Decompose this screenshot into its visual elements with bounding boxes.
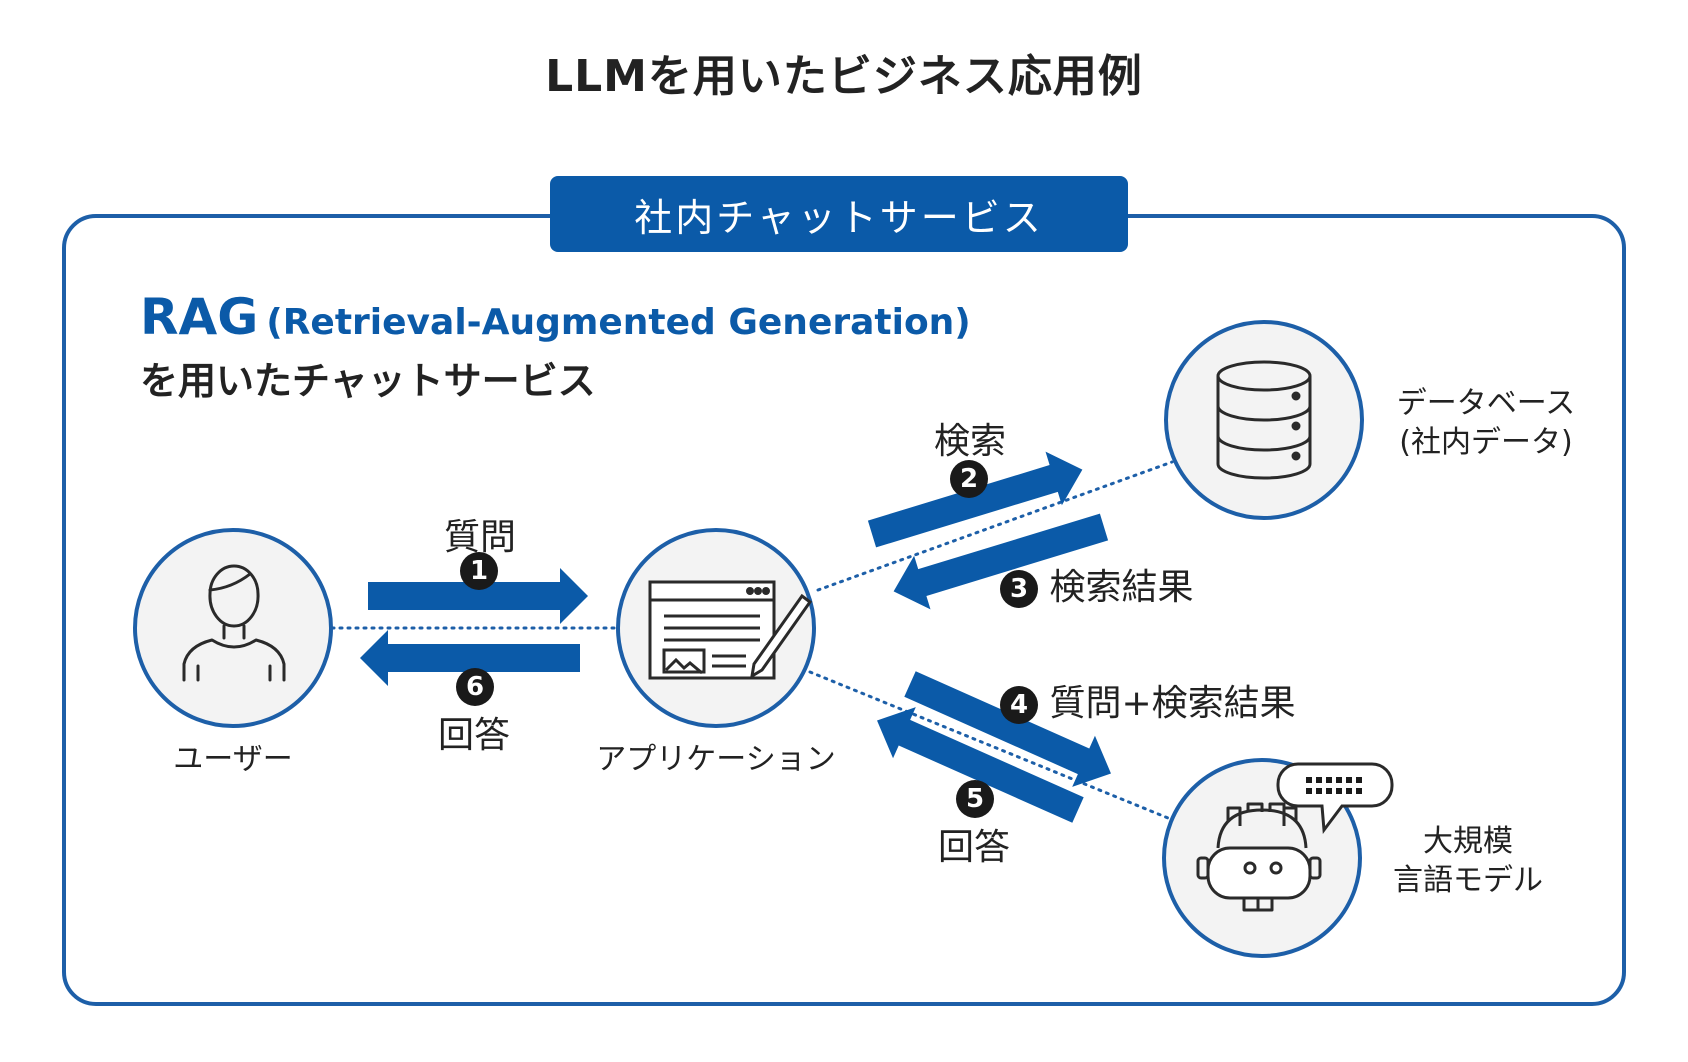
step-1-number: 1 xyxy=(460,552,498,590)
step-3: 3 検索結果 xyxy=(1000,558,1193,610)
user-label: ユーザー xyxy=(173,742,293,777)
application-icon xyxy=(648,580,813,680)
arrow-step-4 xyxy=(904,671,1111,787)
step-1-label: 質問 xyxy=(443,517,516,558)
page-title: LLMを用いたビジネス応用例 xyxy=(545,51,1143,102)
user-icon xyxy=(182,564,286,682)
step-2-number-wrap: 2 xyxy=(950,460,988,498)
step-5-number: 5 xyxy=(956,780,994,818)
llm-robot-icon xyxy=(1196,802,1322,912)
step-3-number: 3 xyxy=(1000,570,1038,608)
step-1-number-wrap: 1 xyxy=(460,552,498,590)
step-6-number-wrap: 6 xyxy=(456,668,494,706)
database-label-line1: データベース xyxy=(1396,386,1576,421)
application-label: アプリケーション xyxy=(596,742,836,777)
step-6-number: 6 xyxy=(456,668,494,706)
llm-label-line1: 大規模 xyxy=(1423,824,1513,859)
user-node xyxy=(133,528,333,728)
step-2-label: 検索 xyxy=(933,421,1006,462)
step-4-label: 質問+検索結果 xyxy=(1049,683,1296,724)
rag-abbr: RAG xyxy=(140,288,259,346)
service-badge: 社内チャットサービス xyxy=(550,176,1128,252)
step-5-label: 回答 xyxy=(937,827,1010,868)
arrow-step-2 xyxy=(867,451,1083,548)
llm-label: 大規模 言語モデル xyxy=(1368,822,1568,900)
rag-subtitle: を用いたチャットサービス xyxy=(140,359,596,403)
database-label-line2: (社内データ) xyxy=(1399,425,1573,460)
arrow-step-5 xyxy=(877,707,1084,823)
arrow-step-6 xyxy=(360,630,580,686)
step-4: 4 質問+検索結果 xyxy=(1000,674,1296,726)
rag-full-name: (Retrieval-Augmented Generation) xyxy=(266,302,971,343)
database-icon xyxy=(1216,360,1312,480)
arrow-step-1 xyxy=(368,568,588,624)
step-2-number: 2 xyxy=(950,460,988,498)
step-6-label: 回答 xyxy=(437,715,510,756)
dotted-connectors xyxy=(330,460,1174,820)
speech-bubble-icon xyxy=(1276,762,1394,835)
database-label: データベース (社内データ) xyxy=(1376,384,1596,462)
rag-heading: RAG(Retrieval-Augmented Generation) xyxy=(140,288,971,346)
step-5-number-wrap: 5 xyxy=(956,780,994,818)
connector-app-db xyxy=(816,460,1174,592)
connector-app-llm xyxy=(808,670,1170,820)
step-4-number: 4 xyxy=(1000,686,1038,724)
llm-label-line2: 言語モデル xyxy=(1393,863,1543,898)
arrow-step-3 xyxy=(893,513,1109,610)
flow-arrows xyxy=(360,451,1111,823)
step-3-label: 検索結果 xyxy=(1049,567,1194,608)
